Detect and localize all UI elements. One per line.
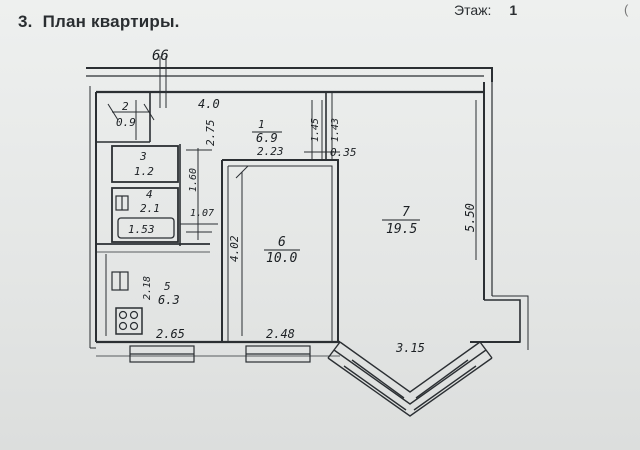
room-3-area: 1.2 — [134, 165, 154, 178]
corridor-height-dimension: 2.75 — [204, 120, 217, 147]
bathtub-dimension: 1.53 — [128, 223, 155, 236]
plan-labels: 66 2 0.9 4.0 1 6.9 2.23 2.75 1.45 1.43 0… — [116, 48, 477, 355]
window-sills — [96, 345, 340, 363]
section-number: 3. — [18, 12, 33, 31]
corridor-top-dimension: 4.0 — [198, 97, 220, 111]
small-dimension-c: 0.35 — [330, 146, 357, 159]
room-2-number: 2 — [122, 100, 129, 113]
floor-indicator: Этаж: 1 — [454, 2, 517, 18]
interior-walls — [96, 92, 339, 342]
floor-value: 1 — [509, 2, 518, 18]
kitchen-width-dimension: 2.65 — [156, 327, 185, 341]
room-3-number: 3 — [139, 150, 147, 163]
fixtures — [111, 195, 143, 335]
room-5-area: 6.3 — [158, 293, 180, 307]
room-4-area: 2.1 — [140, 202, 160, 215]
floor-label: Этаж: — [454, 2, 492, 18]
page-title: 3. План квартиры. — [18, 12, 180, 32]
bath-width-dimension: 1.07 — [190, 208, 214, 219]
corner-mark: ( — [624, 2, 629, 17]
room-7-height-dimension: 5.50 — [463, 203, 477, 232]
room-5-number: 5 — [164, 280, 171, 293]
kitchen-height-dimension: 2.18 — [142, 276, 153, 300]
bath-height-dimension: 1.60 — [188, 168, 199, 192]
small-dimension-a: 1.45 — [310, 118, 321, 142]
room-7-number: 7 — [402, 205, 410, 220]
room-6-width-dimension: 2.48 — [266, 327, 295, 341]
room-4-number: 4 — [146, 188, 153, 201]
small-dimension-b: 1.43 — [330, 118, 341, 142]
bay-window — [327, 341, 493, 417]
corridor-width-dimension: 2.23 — [257, 145, 284, 158]
entry-mark: 66 — [152, 48, 169, 64]
dimension-lines — [105, 56, 477, 336]
room-6-height-dimension: 4.02 — [228, 235, 241, 262]
room-6-area: 10.0 — [266, 251, 297, 266]
room-7-area: 19.5 — [386, 222, 417, 237]
room-2-area: 0.9 — [116, 116, 136, 129]
room-1-area: 6.9 — [256, 131, 278, 145]
section-title: План квартиры. — [42, 12, 180, 31]
room-7-width-dimension: 3.15 — [395, 341, 425, 355]
area-underlines — [252, 131, 420, 251]
room-1-number: 1 — [258, 118, 265, 131]
outer-walls — [86, 67, 529, 350]
room-6-number: 6 — [278, 235, 286, 250]
